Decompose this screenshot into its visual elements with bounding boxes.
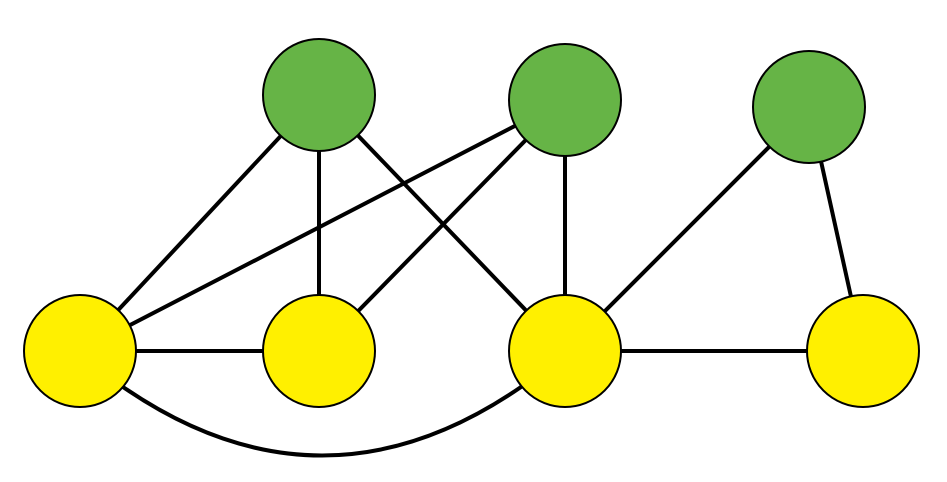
nodes-layer xyxy=(23,38,920,408)
node-bottom-2 xyxy=(262,294,376,408)
edge-top3-bottom3 xyxy=(563,105,811,353)
edge-top2-bottom1 xyxy=(78,98,567,353)
node-top-1 xyxy=(262,38,376,152)
node-top-2 xyxy=(508,43,622,157)
edge-top1-bottom1 xyxy=(78,93,321,353)
node-top-3 xyxy=(752,50,866,164)
node-bottom-1 xyxy=(23,294,137,408)
edge-bottom1-bottom3 xyxy=(121,385,523,458)
node-bottom-3 xyxy=(508,294,622,408)
edge-top2-bottom2 xyxy=(317,98,567,353)
node-bottom-4 xyxy=(806,294,920,408)
